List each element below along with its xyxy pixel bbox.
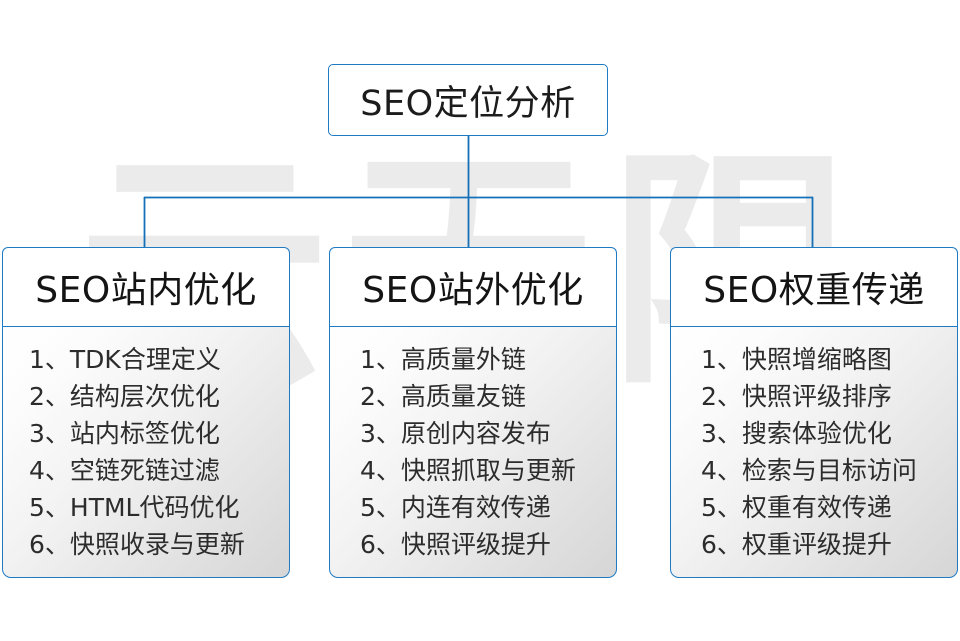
- column-header[interactable]: SEO站外优化: [329, 247, 617, 326]
- list-item: 2、高质量友链: [360, 382, 526, 411]
- column-header[interactable]: SEO权重传递: [670, 247, 958, 326]
- list-item: 2、结构层次优化: [29, 382, 220, 411]
- branch-column-seo-weight[interactable]: SEO权重传递 1、快照增缩略图 2、快照评级排序 3、搜索体验优化 4、检索与…: [670, 247, 958, 578]
- list-item: 6、快照收录与更新: [29, 530, 245, 559]
- list-item: 3、原创内容发布: [360, 419, 551, 448]
- list-item: 5、HTML代码优化: [29, 493, 240, 522]
- column-body: 1、高质量外链 2、高质量友链 3、原创内容发布 4、快照抓取与更新 5、内连有…: [329, 326, 617, 578]
- list-item: 6、快照评级提升: [360, 530, 551, 559]
- list-item: 1、快照增缩略图: [701, 345, 892, 374]
- list-item: 5、内连有效传递: [360, 493, 551, 522]
- branch-column-seo-offsite[interactable]: SEO站外优化 1、高质量外链 2、高质量友链 3、原创内容发布 4、快照抓取与…: [329, 247, 617, 578]
- column-title: SEO权重传递: [703, 270, 925, 311]
- list-item: 6、权重评级提升: [701, 530, 892, 559]
- column-body: 1、TDK合理定义 2、结构层次优化 3、站内标签优化 4、空链死链过滤 5、H…: [2, 326, 290, 578]
- root-node-title: SEO定位分析: [360, 83, 576, 124]
- list-item: 1、高质量外链: [360, 345, 526, 374]
- column-body: 1、快照增缩略图 2、快照评级排序 3、搜索体验优化 4、检索与目标访问 5、权…: [670, 326, 958, 578]
- list-item: 3、搜索体验优化: [701, 419, 892, 448]
- column-title: SEO站内优化: [35, 270, 257, 311]
- list-item: 4、检索与目标访问: [701, 456, 917, 485]
- column-title: SEO站外优化: [362, 270, 584, 311]
- root-node[interactable]: SEO定位分析: [328, 64, 608, 136]
- list-item: 1、TDK合理定义: [29, 345, 221, 374]
- list-item: 2、快照评级排序: [701, 382, 892, 411]
- branch-column-seo-onsite[interactable]: SEO站内优化 1、TDK合理定义 2、结构层次优化 3、站内标签优化 4、空链…: [2, 247, 290, 578]
- list-item: 4、空链死链过滤: [29, 456, 220, 485]
- list-item: 3、站内标签优化: [29, 419, 220, 448]
- list-item: 5、权重有效传递: [701, 493, 892, 522]
- list-item: 4、快照抓取与更新: [360, 456, 576, 485]
- column-header[interactable]: SEO站内优化: [2, 247, 290, 326]
